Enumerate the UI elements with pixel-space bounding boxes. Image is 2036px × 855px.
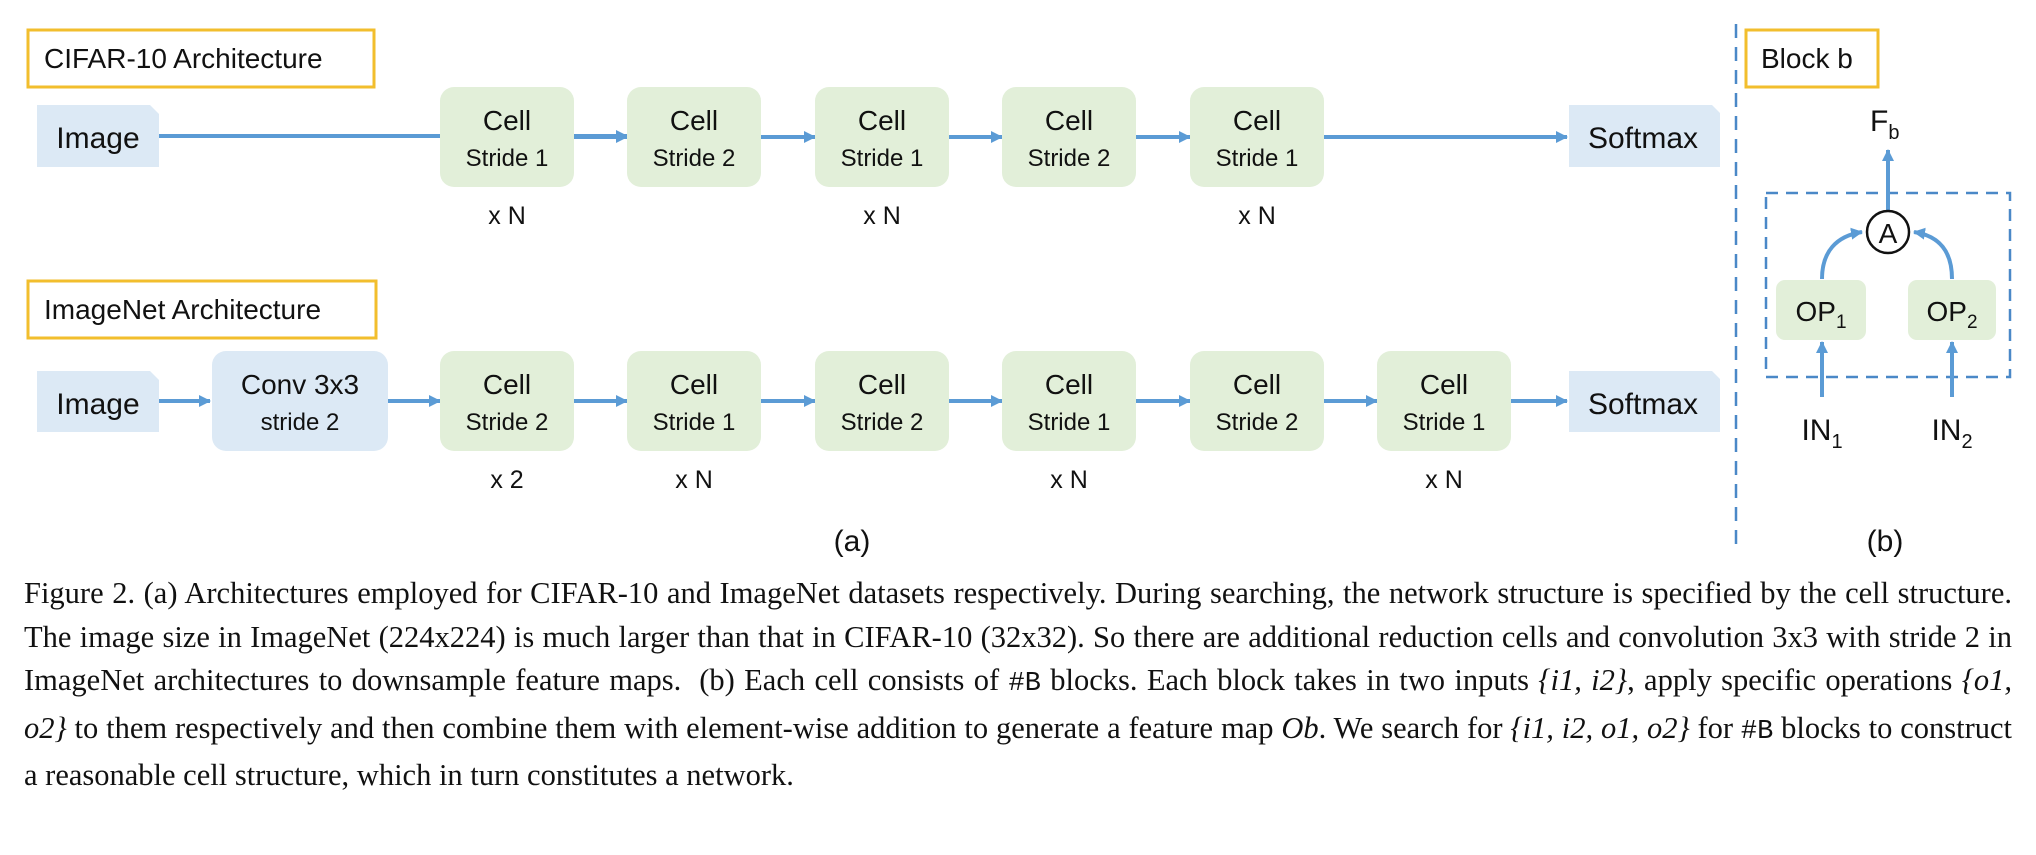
caption-set-inputs: {i1, i2} bbox=[1538, 663, 1628, 697]
label-b: (b) bbox=[1867, 525, 1904, 558]
imagenet-conv-node: Conv 3x3 stride 2 bbox=[212, 351, 388, 451]
imagenet-conv-stride: stride 2 bbox=[261, 409, 340, 436]
cifar-cell-name: Cell bbox=[1233, 105, 1281, 136]
imagenet-cell-stride: Stride 1 bbox=[1028, 409, 1111, 436]
caption-part5: to them respectively and then combine th… bbox=[74, 710, 1274, 745]
cifar-cell-stride: Stride 2 bbox=[1028, 145, 1111, 172]
imagenet-cell-repeat: x N bbox=[1050, 466, 1088, 494]
op2-node: OP2 bbox=[1908, 280, 1996, 340]
cifar-cell-stride: Stride 1 bbox=[466, 145, 549, 172]
add-node bbox=[1865, 209, 1911, 255]
imagenet-image-label: Image bbox=[56, 388, 139, 421]
cifar-softmax-node: Softmax bbox=[1569, 105, 1720, 167]
caption-feature-map: Ob bbox=[1281, 710, 1319, 745]
cifar-cell-repeat: x N bbox=[488, 202, 526, 230]
cifar-cell-name: Cell bbox=[858, 105, 906, 136]
cifar-softmax-label: Softmax bbox=[1588, 122, 1698, 155]
op1-node: OP1 bbox=[1776, 280, 1866, 340]
cifar-title: CIFAR-10 Architecture bbox=[44, 43, 323, 74]
block-title: Block b bbox=[1761, 43, 1853, 74]
cifar-cell-stride: Stride 1 bbox=[841, 145, 924, 172]
caption-part1: Figure 2. (a) Architectures employed for… bbox=[24, 576, 2012, 697]
input2-label: IN2 bbox=[1931, 414, 1972, 453]
imagenet-image-node: Image bbox=[37, 371, 159, 432]
caption-part7: for bbox=[1697, 710, 1734, 745]
imagenet-cell-repeat: x N bbox=[675, 466, 713, 494]
caption-part4: , apply specific operations bbox=[1627, 663, 1953, 697]
caption-hashb-2: #B bbox=[1740, 716, 1774, 747]
caption-part3: blocks. Each block takes in two inputs bbox=[1050, 663, 1529, 697]
caption-set-all: {i1, i2, o1, o2} bbox=[1510, 710, 1690, 745]
imagenet-cell-stride: Stride 1 bbox=[1403, 409, 1486, 436]
block-output-label: Fb bbox=[1870, 105, 1899, 144]
cifar-image-node: Image bbox=[37, 105, 159, 167]
cifar-cell-repeat: x N bbox=[1238, 202, 1276, 230]
imagenet-softmax-node: Softmax bbox=[1569, 371, 1720, 432]
imagenet-cell-name: Cell bbox=[858, 369, 906, 400]
imagenet-cell-name: Cell bbox=[1420, 369, 1468, 400]
caption-part2: (b) Each cell consists of bbox=[699, 663, 1000, 697]
imagenet-architecture: ImageNet Architecture Image Conv 3x3 str… bbox=[26, 279, 1720, 494]
imagenet-cell-name: Cell bbox=[483, 369, 531, 400]
caption-hashb-1: #B bbox=[1008, 669, 1041, 699]
block-title-box bbox=[1744, 28, 1880, 89]
block-arrow-op1-add bbox=[1820, 227, 1863, 280]
op1-label: OP1 bbox=[1795, 296, 1846, 333]
cifar-cell-stride: Stride 1 bbox=[1216, 145, 1299, 172]
block-arrow-op2-add bbox=[1913, 227, 1954, 280]
cifar-image-label: Image bbox=[56, 122, 139, 155]
imagenet-cell-stride: Stride 1 bbox=[653, 409, 736, 436]
imagenet-cell-name: Cell bbox=[1233, 369, 1281, 400]
caption-part6: . We search for bbox=[1318, 710, 1503, 745]
caption-part8: blocks to construct a reasonable cell st… bbox=[24, 710, 2012, 793]
block-b-diagram: Block b Fb A OP1 OP2 IN1 IN2 (b) bbox=[1744, 28, 2012, 558]
op2-label: OP2 bbox=[1926, 296, 1977, 333]
imagenet-cell-repeat: x 2 bbox=[490, 466, 523, 494]
add-node-label: A bbox=[1879, 218, 1898, 249]
cifar-cell-repeat: x N bbox=[863, 202, 901, 230]
imagenet-cell-stride: Stride 2 bbox=[1216, 409, 1299, 436]
cifar-cell-name: Cell bbox=[670, 105, 718, 136]
label-a: (a) bbox=[834, 525, 871, 558]
input1-label: IN1 bbox=[1801, 414, 1842, 453]
imagenet-softmax-label: Softmax bbox=[1588, 388, 1698, 421]
caption-set-ops: {o1, o2} bbox=[24, 663, 2013, 745]
figure-caption: Figure 2. (a) Architectures employed for… bbox=[24, 572, 2012, 798]
imagenet-cell-stride: Stride 2 bbox=[466, 409, 549, 436]
cifar-cell-stride: Stride 2 bbox=[653, 145, 736, 172]
imagenet-cell-stride: Stride 2 bbox=[841, 409, 924, 436]
imagenet-cell-name: Cell bbox=[670, 369, 718, 400]
cifar-title-box bbox=[26, 28, 376, 89]
imagenet-conv-name: Conv 3x3 bbox=[241, 369, 359, 400]
imagenet-title: ImageNet Architecture bbox=[44, 294, 321, 325]
imagenet-title-box bbox=[26, 279, 378, 340]
imagenet-cell-name: Cell bbox=[1045, 369, 1093, 400]
cifar-cell-name: Cell bbox=[483, 105, 531, 136]
cifar-cell-name: Cell bbox=[1045, 105, 1093, 136]
imagenet-cell-repeat: x N bbox=[1425, 466, 1463, 494]
